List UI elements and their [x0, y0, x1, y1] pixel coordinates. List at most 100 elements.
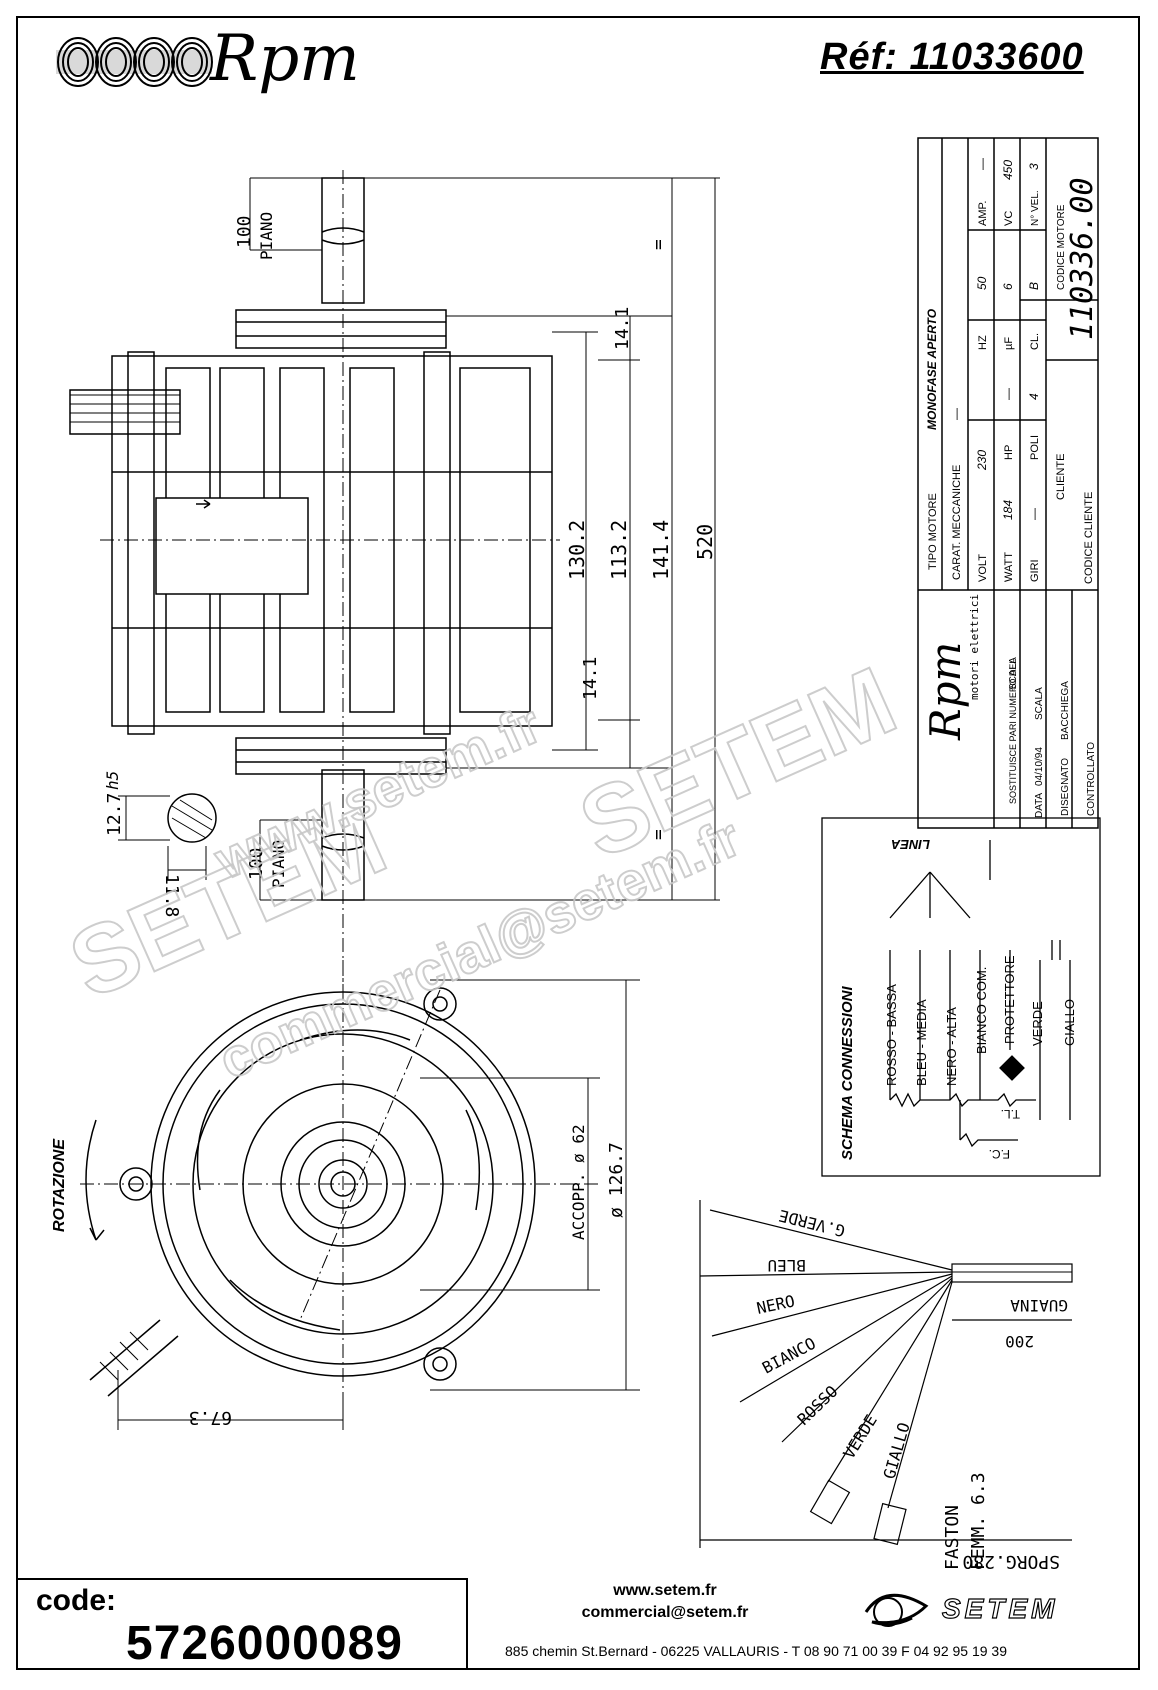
giri-value: — — [1027, 508, 1041, 520]
disegnato-label: DISEGNATO — [1060, 758, 1071, 816]
outer-diameter: ø 126.7 — [606, 1142, 627, 1218]
dim-14-1-top: 14.1 — [612, 307, 633, 350]
motor-front-view — [80, 960, 600, 1420]
vel-label: N° VEL. — [1030, 190, 1041, 226]
title-block — [917, 137, 1099, 829]
wire-protettore: PROTETTORE — [1002, 955, 1017, 1044]
wire-rosso-bassa: ROSSO - BASSA — [884, 984, 899, 1086]
vc-label: VC — [1003, 211, 1015, 226]
carat-value: — — [949, 408, 963, 420]
lead-wires — [699, 1200, 1073, 1548]
shaft-flat: 11.8 — [161, 874, 182, 917]
data-value: 04/10/94 — [1034, 747, 1045, 786]
front-dimensions — [117, 979, 640, 1430]
cl-value: B — [1027, 282, 1041, 290]
company-name: Rpm — [921, 642, 970, 741]
wire-nero-alta: NERO - ALTA — [944, 1007, 959, 1086]
amp-value: — — [975, 158, 989, 170]
faston-label: FASTON — [942, 1505, 963, 1570]
piano-bottom-label: PIANO — [269, 840, 288, 888]
hz-value: 50 — [975, 276, 989, 290]
accopp-diameter: ACCOPP. ø 62 — [569, 1124, 588, 1240]
scala-label: SCALA — [1008, 657, 1019, 690]
hp-label: HP — [1003, 445, 1015, 460]
lead-bleu: BLEU — [767, 1256, 806, 1275]
wire-bianco-com: BIANCO COM. — [974, 967, 989, 1054]
sostituisce-label: SOSTITUISCE PARI NUMERO DEL — [1008, 659, 1018, 804]
lead-giallo: GIALLO — [880, 1420, 914, 1481]
dim-141-4: 141.4 — [649, 520, 673, 580]
uf-value: 6 — [1001, 283, 1015, 290]
reference-number: Réf: 11033600 — [820, 36, 1084, 78]
lead-nero: NERO — [755, 1291, 797, 1318]
vel-value: 3 — [1027, 163, 1041, 170]
brand-name: Rpm — [210, 22, 360, 96]
schema-title: SCHEMA CONNESSIONI — [839, 986, 856, 1160]
shaft-section — [118, 793, 217, 880]
poli-value: 4 — [1027, 393, 1041, 400]
dim-113-2: 113.2 — [607, 520, 631, 580]
dim-520: 520 — [693, 524, 717, 560]
lead-length: 200 — [1005, 1332, 1034, 1351]
lead-bianco: BIANCO — [759, 1334, 819, 1378]
amp-label: AMP. — [977, 201, 989, 226]
scala-label-2: SCALA — [1034, 687, 1045, 720]
setem-logo: SETEM — [864, 1592, 1058, 1627]
rotation-label: ROTAZIONE — [51, 1138, 68, 1232]
giri-label: GIRI — [1029, 559, 1041, 582]
vc-value: 450 — [1001, 160, 1015, 180]
piano-top-value: 100 — [234, 215, 255, 248]
schema-linea: LINEA — [891, 837, 930, 852]
hz-label: HZ — [977, 335, 989, 350]
shaft-diameter: 12.7 — [104, 793, 125, 836]
cl-label: CL. — [1029, 333, 1041, 350]
wiring-schema — [821, 817, 1101, 1177]
footer-email[interactable]: commercial@setem.fr — [581, 1604, 749, 1621]
data-label: DATA — [1034, 792, 1045, 818]
wire-giallo: GIALLO — [1062, 999, 1077, 1046]
carat-label: CARAT. MECCANICHE — [951, 465, 963, 580]
lead-rosso: ROSSO — [794, 1382, 842, 1429]
equal-top: = — [648, 239, 669, 250]
dim-130-2: 130.2 — [565, 520, 589, 580]
volt-value: 230 — [975, 450, 989, 471]
hp-value: — — [1001, 388, 1015, 400]
motor-side-view — [69, 170, 560, 1000]
lead-guaina: GUAINA — [1010, 1296, 1068, 1315]
wire-bleu-media: BLEU - MEDIA — [914, 999, 929, 1086]
company-subtitle: motori elettrici — [968, 594, 981, 700]
drawing-frame — [16, 16, 1140, 1670]
faston-size: FEMM. 6.3 — [968, 1472, 989, 1570]
setem-watermark: www.setem.fr SETEM SETEM commercial@sete… — [54, 646, 912, 1092]
schema-tl: T.L. — [1001, 1107, 1020, 1121]
schema-fc: F.C. — [989, 1147, 1010, 1161]
code-value: 5726000089 — [126, 1617, 403, 1670]
footer-address: 885 chemin St.Bernard - 06225 VALLAURIS … — [505, 1643, 1007, 1659]
controllato-label: CONTROLLATO — [1086, 742, 1097, 816]
watt-label: WATT — [1003, 552, 1015, 582]
setem-logo-text: SETEM — [942, 1593, 1058, 1624]
shaft-tolerance: h5 — [103, 771, 122, 790]
codice-motore-value: 110336.00 — [1065, 177, 1100, 340]
uf-label: µF — [1003, 337, 1015, 350]
lead-verde: VERDE — [839, 1411, 881, 1462]
side-dimensions — [249, 177, 720, 901]
cliente-label: CLIENTE — [1055, 454, 1067, 500]
piano-bottom-value: 100 — [246, 847, 267, 880]
code-box: code: 5726000089 — [18, 1578, 468, 1670]
sporg-label: SPORG.280 — [962, 1551, 1060, 1572]
poli-label: POLI — [1029, 435, 1041, 460]
rpm-coil-logo — [56, 37, 213, 87]
watt-value: 184 — [1001, 500, 1015, 520]
offset-dimension: 67.3 — [189, 1407, 232, 1428]
tipo-motore-value: MONOFASE APERTO — [925, 308, 939, 430]
dim-14-1-bottom: 14.1 — [580, 657, 601, 700]
equal-bottom: = — [648, 829, 669, 840]
code-label: code: — [36, 1584, 117, 1617]
footer-website[interactable]: www.setem.fr — [613, 1582, 717, 1599]
disegnato-value: BACCHIEGA — [1060, 681, 1071, 740]
codice-motore-label: CODICE MOTORE — [1056, 204, 1067, 290]
wire-verde: VERDE — [1030, 1001, 1045, 1046]
volt-label: VOLT — [977, 554, 989, 582]
